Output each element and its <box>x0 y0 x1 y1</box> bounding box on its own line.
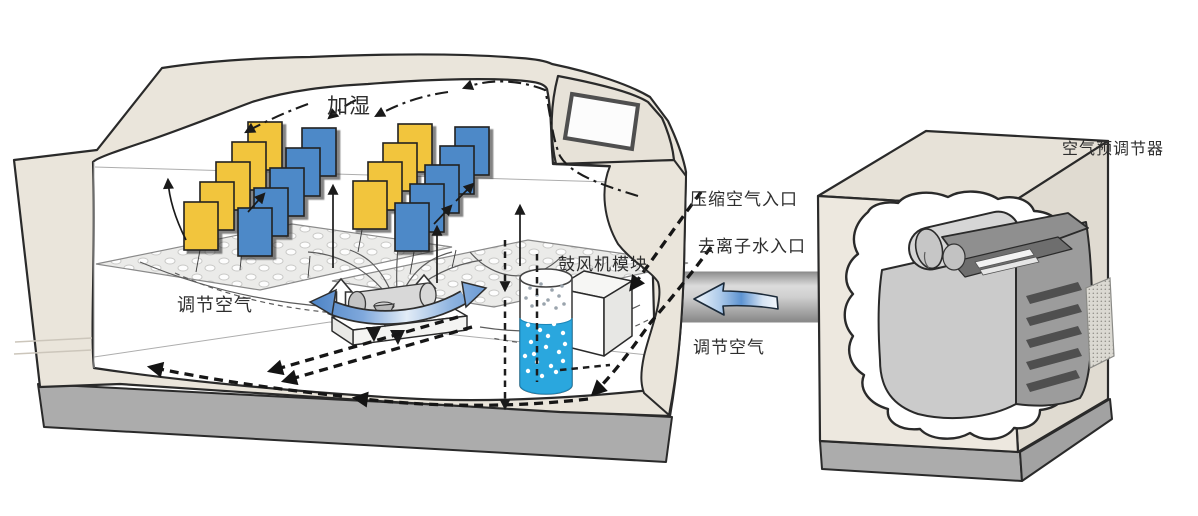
test-chamber <box>12 53 713 463</box>
label-air-preconditioner: 空气预调节器 <box>1062 139 1165 158</box>
down-arrow-icon <box>366 327 381 342</box>
sample-panels-yellow-c <box>352 123 433 230</box>
control-panel-pod <box>550 74 676 166</box>
mesh-grille <box>1085 277 1115 369</box>
sample-panels-yellow-a <box>183 121 283 251</box>
humidifier-column <box>519 268 573 395</box>
machine-body <box>877 239 1017 420</box>
small-roller <box>942 243 966 271</box>
swoosh-left-head-icon <box>308 288 337 317</box>
inner-machine <box>877 210 1094 420</box>
wall-seam <box>13 349 93 355</box>
swoosh-band <box>327 291 467 324</box>
label-conditioned-air-duct: 调节空气 <box>693 338 765 358</box>
roller-highlight <box>923 251 930 269</box>
perforated-shelf-left <box>95 223 453 291</box>
swoosh-right-head-icon <box>461 280 488 309</box>
label-humidification: 加湿 <box>327 94 371 118</box>
bubbles <box>522 319 568 379</box>
spray-droplets <box>524 282 566 310</box>
airflow-left-arrow-icon <box>693 282 779 316</box>
wall-seam <box>14 337 93 343</box>
sample-support-wires <box>195 229 457 279</box>
vent-slats <box>1026 282 1082 392</box>
touchscreen <box>562 91 641 152</box>
label-blower-module: 鼓风机模块 <box>558 255 648 275</box>
sample-panels-blue-b <box>237 127 337 257</box>
filter-slat <box>979 256 1040 276</box>
label-deionized-water-inlet: 去离子水入口 <box>698 237 806 257</box>
column-rim <box>519 268 573 288</box>
chamber-right-wall <box>552 159 687 416</box>
sample-panels-blue-d <box>394 126 490 252</box>
fan-base-side <box>331 316 354 346</box>
filter-slat <box>974 248 1035 269</box>
label-compressed-air-inlet: 压缩空气入口 <box>690 190 798 210</box>
interior-back-edge <box>94 166 611 183</box>
air-preconditioner-unit <box>816 129 1115 482</box>
fan-assembly <box>307 247 488 346</box>
conditioned-air-duct <box>675 271 831 323</box>
airflow-dashed-arrows <box>146 79 713 411</box>
water <box>519 317 573 395</box>
label-conditioned-air-chamber: 调节空气 <box>177 295 253 316</box>
